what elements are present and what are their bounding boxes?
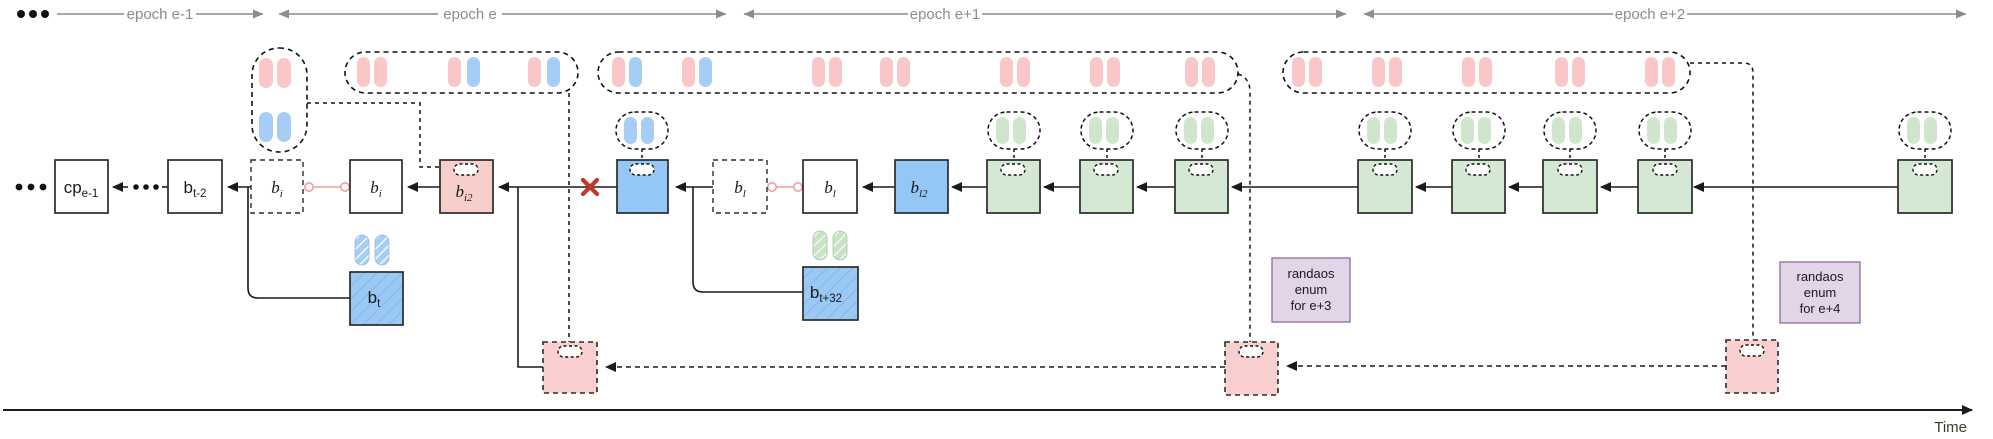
svg-text:for e+3: for e+3 xyxy=(1291,298,1332,313)
left-ellipsis-icon xyxy=(17,10,49,18)
time-axis-label: Time xyxy=(1934,419,1967,436)
block-attestation-capsules xyxy=(615,111,1952,160)
label-b-t-plus-32: bt+32 xyxy=(810,283,842,305)
attestation-pill xyxy=(357,57,560,87)
randao-notes: randaos enum for e+3 randaos enum for e+… xyxy=(1271,257,1861,324)
block-b-l xyxy=(802,159,858,214)
block-b-l2 xyxy=(894,159,949,214)
invalid-link-x-icon xyxy=(580,177,600,197)
epoch-label-e2: epoch e+2 xyxy=(1615,6,1685,23)
label-b-l2: bl2 xyxy=(910,178,928,200)
b-t-fork-link xyxy=(247,187,350,299)
capsule-tail-epoch-e2 xyxy=(1690,62,1754,340)
randao-enum-e4-box xyxy=(1779,261,1861,324)
label-b-t-2: bt-2 xyxy=(184,178,207,200)
block-b-i2 xyxy=(439,159,494,214)
chain-ellipsis-icon xyxy=(15,183,159,191)
b-t32-fork-link xyxy=(692,187,803,293)
label-b-i-missing: bi xyxy=(271,178,283,200)
block-b-l-missing xyxy=(712,159,768,214)
included-attestation-pill xyxy=(453,163,1938,176)
svg-text:enum: enum xyxy=(1295,282,1328,297)
aggregate-attestation-pills xyxy=(354,230,848,266)
epoch-label-e: epoch e xyxy=(443,6,496,23)
main-chain: cpe-1 bt-2 bi bi bi2 bl bl bl2 bt bt+32 xyxy=(15,159,1953,368)
block-b-i xyxy=(349,159,403,214)
block-b-i-missing xyxy=(250,159,304,214)
attestation-capsules xyxy=(251,47,1754,342)
attestation-capsule-epoch-e xyxy=(344,51,579,94)
block-b-t-2 xyxy=(167,159,223,214)
time-axis: Time xyxy=(3,405,1973,436)
attestation-pill xyxy=(1292,57,1675,87)
attestation-pill xyxy=(612,57,1215,87)
capsule-tail-to-b-i2 xyxy=(307,102,440,168)
label-b-i2: bi2 xyxy=(455,182,473,204)
svg-text:randaos: randaos xyxy=(1288,266,1335,281)
svg-text:enum: enum xyxy=(1804,285,1837,300)
label-b-l: bl xyxy=(824,178,836,200)
epoch-label-e-1: epoch e-1 xyxy=(127,6,194,23)
attestation-pill xyxy=(624,117,1937,144)
label-b-t: bt xyxy=(368,288,381,310)
label-b-i: bi xyxy=(370,178,382,200)
capsule-tail-epoch-e1 xyxy=(1237,73,1251,342)
svg-text:randaos: randaos xyxy=(1797,269,1844,284)
included-attestation-pill xyxy=(557,344,1765,358)
epoch-header: epoch e-1 epoch e epoch e+1 epoch e+2 xyxy=(17,5,1967,23)
label-checkpoint: cpe-1 xyxy=(64,178,99,200)
label-b-l-missing: bl xyxy=(734,178,746,200)
block-b-t-plus-32 xyxy=(802,266,859,321)
block-b-t xyxy=(349,271,404,326)
pending-attestation-boxes xyxy=(542,339,1779,396)
randao-enum-e3-box xyxy=(1271,257,1351,323)
branch-to-pending-box xyxy=(517,187,543,368)
block-checkpoint-e-1 xyxy=(54,159,109,214)
epoch-label-e1: epoch e+1 xyxy=(910,6,980,23)
broken-link-connector xyxy=(303,182,803,193)
attestation-capsule-epoch-e1 xyxy=(597,51,1239,94)
attestation-pill xyxy=(259,58,291,142)
svg-text:for e+4: for e+4 xyxy=(1800,301,1841,316)
